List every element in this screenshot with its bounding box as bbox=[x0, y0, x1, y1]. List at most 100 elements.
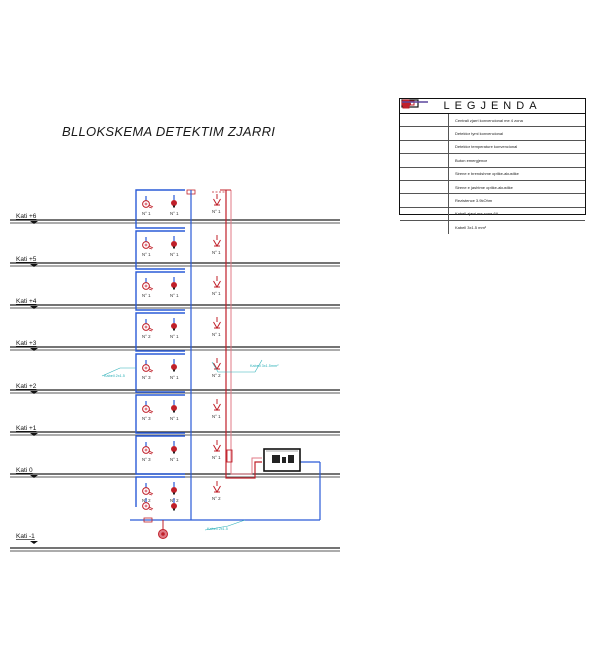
heat-detector-icon bbox=[171, 400, 177, 413]
floor-label: Kati +4 bbox=[16, 298, 37, 305]
floor-label: Kati +2 bbox=[16, 383, 37, 390]
legend-row: Detektor temperature konvencional bbox=[400, 100, 585, 155]
emergency-button-icon bbox=[213, 235, 221, 247]
zone-loop bbox=[135, 353, 185, 393]
heat-detector-count: N° 1 bbox=[170, 416, 179, 421]
page-title: BLLOKSKEMA DETEKTIM ZJARRI bbox=[62, 124, 276, 139]
legend-item-text: Sirene e brendshme optike-akustike bbox=[455, 171, 519, 177]
indoor-siren-icon bbox=[158, 520, 168, 539]
smoke-detector-icon bbox=[142, 483, 154, 496]
legend-item-text: Kabell zjarri me zone 6A bbox=[455, 211, 499, 217]
heat-detector-icon bbox=[171, 318, 177, 331]
zone-loop bbox=[135, 312, 185, 352]
legend: LEGJENDA Centrali zjarri konvencional me… bbox=[399, 98, 586, 234]
floor-label: Kati -1 bbox=[16, 533, 35, 540]
emergency-button-icon bbox=[213, 481, 221, 493]
smoke-detector-icon bbox=[400, 100, 449, 140]
outdoor-siren-icon bbox=[400, 99, 449, 194]
emergency-button-icon bbox=[400, 101, 449, 167]
emergency-button-count: N° 1 bbox=[212, 332, 221, 337]
emergency-button-count: N° 2 bbox=[212, 373, 221, 378]
siren-cable bbox=[230, 457, 262, 475]
cable-icon bbox=[400, 101, 449, 234]
cable-note-leader bbox=[101, 367, 136, 377]
smoke-detector-count: N° 1 bbox=[142, 252, 151, 257]
smoke-detector-count: N° 3 bbox=[142, 375, 151, 380]
emergency-button-count: N° 1 bbox=[212, 455, 221, 460]
cable-note-bottom: Kabell 2x1.5 bbox=[207, 527, 228, 531]
smoke-detector-count: N° 2 bbox=[142, 498, 151, 503]
floor-label: Kati +3 bbox=[16, 340, 37, 347]
smoke-detector-icon bbox=[142, 237, 154, 250]
legend-item-text: Detektor temperature konvencional bbox=[455, 144, 518, 150]
cable-note-left: Kabell 2x1.5 bbox=[104, 374, 125, 378]
smoke-detector-icon bbox=[142, 442, 154, 455]
smoke-detector-icon bbox=[142, 196, 154, 209]
zone-loop bbox=[135, 476, 185, 507]
emergency-button-icon bbox=[213, 358, 221, 370]
heat-detector-count: N° 1 bbox=[170, 457, 179, 462]
legend-item-text: Centrali zjarri konvencional me 4 zona bbox=[455, 117, 523, 123]
heat-detector-icon bbox=[171, 498, 177, 511]
heat-detector-icon bbox=[171, 359, 177, 372]
heat-detector-icon bbox=[171, 441, 177, 454]
emergency-button-icon bbox=[213, 440, 221, 452]
heat-detector-icon bbox=[171, 482, 177, 495]
emergency-button-count: N° 1 bbox=[212, 250, 221, 255]
level-marker-icon bbox=[30, 221, 38, 224]
legend-row: Sirene e brendshme optike-akustike bbox=[400, 102, 585, 181]
cable-note-right: Kabell 3x1.5mm² bbox=[250, 364, 279, 368]
zone-loop bbox=[135, 189, 185, 229]
smoke-detector-count: N° 3 bbox=[142, 457, 151, 462]
heat-detector-icon bbox=[171, 277, 177, 290]
resistor-icon bbox=[400, 100, 449, 207]
emergency-button-icon bbox=[213, 276, 221, 288]
heat-detector-count: N° 1 bbox=[170, 252, 179, 257]
level-marker-icon bbox=[30, 348, 38, 351]
legend-item-text: Kabell 3x1.5 mm² bbox=[455, 224, 487, 230]
zone-loop bbox=[135, 435, 185, 475]
smoke-detector-count: N° 3 bbox=[142, 416, 151, 421]
legend-row: Kabell zjarri me zone 6A bbox=[400, 101, 585, 222]
legend-row: Buton emergjence bbox=[400, 101, 585, 168]
cable-note-leader bbox=[211, 359, 263, 373]
heat-detector-count: N° 1 bbox=[170, 211, 179, 216]
indoor-siren-icon bbox=[400, 102, 449, 180]
smoke-detector-count: N° 1 bbox=[142, 211, 151, 216]
legend-item-text: Rezistence 3.9kOhm bbox=[455, 198, 493, 204]
control-panel-icon bbox=[263, 448, 301, 472]
heat-detector-count: N° 1 bbox=[170, 293, 179, 298]
floor-label: Kati 0 bbox=[16, 467, 33, 474]
legend-item-text: Buton emergjence bbox=[455, 157, 488, 163]
legend-item-text: Sirene e jashtme optike-akustike bbox=[455, 184, 513, 190]
heat-detector-icon bbox=[171, 236, 177, 249]
smoke-detector-icon bbox=[142, 360, 154, 373]
resistor-icon bbox=[143, 517, 153, 523]
emergency-button-count: N° 2 bbox=[212, 496, 221, 501]
legend-item-text: Detektor tymi konvencional bbox=[455, 131, 504, 137]
legend-row: Sirene e jashtme optike-akustike bbox=[400, 99, 585, 195]
smoke-detector-icon bbox=[142, 498, 154, 511]
zone-loop bbox=[135, 271, 185, 311]
floor-label: Kati +5 bbox=[16, 256, 37, 263]
floor-label: Kati +1 bbox=[16, 425, 37, 432]
level-marker-icon bbox=[30, 475, 38, 478]
level-marker-icon bbox=[30, 433, 38, 436]
heat-detector-icon bbox=[171, 195, 177, 208]
zone-loop bbox=[135, 230, 185, 270]
smoke-detector-icon bbox=[142, 278, 154, 291]
smoke-detector-icon bbox=[142, 401, 154, 414]
emergency-button-icon bbox=[213, 399, 221, 411]
heat-detector-count: N° 2 bbox=[170, 498, 179, 503]
level-marker-icon bbox=[30, 306, 38, 309]
legend-row: Centrali zjarri konvencional me 4 zona bbox=[400, 99, 585, 128]
floor-label: Kati +6 bbox=[16, 213, 37, 220]
smoke-detector-count: N° 2 bbox=[142, 334, 151, 339]
cable-note-leader bbox=[204, 519, 246, 531]
siren-cable bbox=[225, 461, 262, 479]
heat-detector-count: N° 1 bbox=[170, 375, 179, 380]
heat-detector-count: N° 1 bbox=[170, 334, 179, 339]
heat-detector-icon bbox=[400, 100, 449, 154]
level-marker-icon bbox=[30, 264, 38, 267]
legend-title: LEGJENDA bbox=[400, 99, 585, 114]
